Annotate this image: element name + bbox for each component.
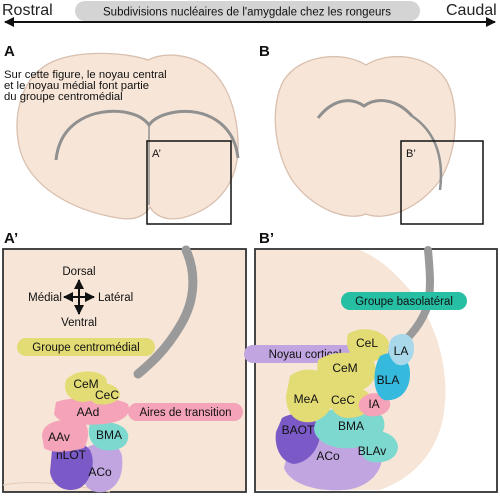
- label-cem-a: CeM: [73, 377, 98, 391]
- nucleus-bma-b: [314, 408, 385, 449]
- nucleus-nlot-a: [50, 441, 93, 491]
- label-mea-b: MeA: [294, 392, 319, 406]
- nucleus-aco-a: [82, 442, 123, 493]
- label-blav-b: BLAv: [358, 444, 386, 458]
- group-centromedial-label-a: Groupe centromédial: [32, 342, 139, 354]
- panel-b-prime-label: B’: [259, 230, 274, 247]
- white-matter-b: [316, 99, 414, 119]
- brain-section-b: [274, 55, 456, 217]
- nucleus-aav-a: [42, 419, 89, 452]
- inset-label-b: B’: [406, 148, 416, 160]
- nucleus-cel-b: [346, 329, 389, 362]
- label-ia-b: IA: [368, 397, 379, 411]
- label-aav-a: AAv: [48, 430, 70, 444]
- label-aco-a: ACo: [88, 465, 112, 479]
- label-aco-b: ACo: [316, 449, 340, 463]
- label-aad-a: AAd: [77, 405, 100, 419]
- white-matter-tract-a: [133, 245, 198, 379]
- inset-box-a: [146, 140, 232, 225]
- label-cem-b: CeM: [332, 361, 357, 375]
- compass-dorsal: Dorsal: [62, 266, 95, 278]
- white-matter-b-side: [411, 114, 443, 191]
- note-line-1: Sur cette figure, le noyau central: [4, 69, 167, 81]
- rostral-label: Rostral: [2, 2, 53, 19]
- caudal-label: Caudal: [446, 2, 497, 19]
- nucleus-cem-b: [317, 352, 376, 394]
- nucleus-bma-a: [88, 422, 129, 451]
- white-matter-a: [54, 109, 240, 161]
- label-cec-b: CeC: [331, 393, 355, 407]
- label-baot-b: BAOT: [282, 423, 315, 437]
- note-line-2: et le noyau médial font partie: [4, 80, 149, 92]
- label-bma-a: BMA: [96, 428, 122, 442]
- panel-b-label: B: [259, 43, 270, 60]
- title-banner: [75, 1, 420, 21]
- label-la-b: LA: [394, 344, 409, 358]
- label-cec-a: CeC: [95, 388, 119, 402]
- panel-a-label: A: [4, 43, 15, 60]
- group-transition-label: Aires de transition: [139, 407, 231, 419]
- figure-title: Subdivisions nucléaires de l'amygdale ch…: [103, 7, 391, 19]
- nucleus-aad-a: [54, 397, 129, 425]
- group-basolateral-bg: [341, 292, 467, 310]
- group-transition-bg: [128, 403, 243, 421]
- nucleus-baot-b: [275, 413, 321, 464]
- group-centromedial-bg-a: [17, 338, 155, 356]
- nucleus-la-b: [388, 333, 414, 366]
- nucleus-cem-a: [64, 371, 107, 402]
- compass-medial: Médial: [28, 292, 62, 304]
- label-nlot-a: nLOT: [56, 448, 87, 462]
- inset-box-b: [400, 140, 484, 225]
- label-bla-b: BLA: [377, 373, 400, 387]
- compass-ventral: Ventral: [61, 317, 97, 329]
- label-bma-b: BMA: [338, 419, 364, 433]
- group-basolateral-label: Groupe basolatéral: [355, 296, 453, 308]
- compass-lateral: Latéral: [98, 292, 133, 304]
- panel-a-prime-label: A’: [4, 230, 18, 247]
- orientation-compass: Dorsal Ventral Médial Latéral: [28, 266, 133, 329]
- brain-section-a: [16, 52, 239, 220]
- panel-a-note: Sur cette figure, le noyau central et le…: [4, 69, 170, 103]
- note-line-3: du groupe centromédial: [4, 91, 123, 103]
- inset-label-a: A’: [152, 148, 161, 160]
- label-cel-b: CeL: [356, 336, 378, 350]
- zoom-frame-a: [2, 248, 247, 493]
